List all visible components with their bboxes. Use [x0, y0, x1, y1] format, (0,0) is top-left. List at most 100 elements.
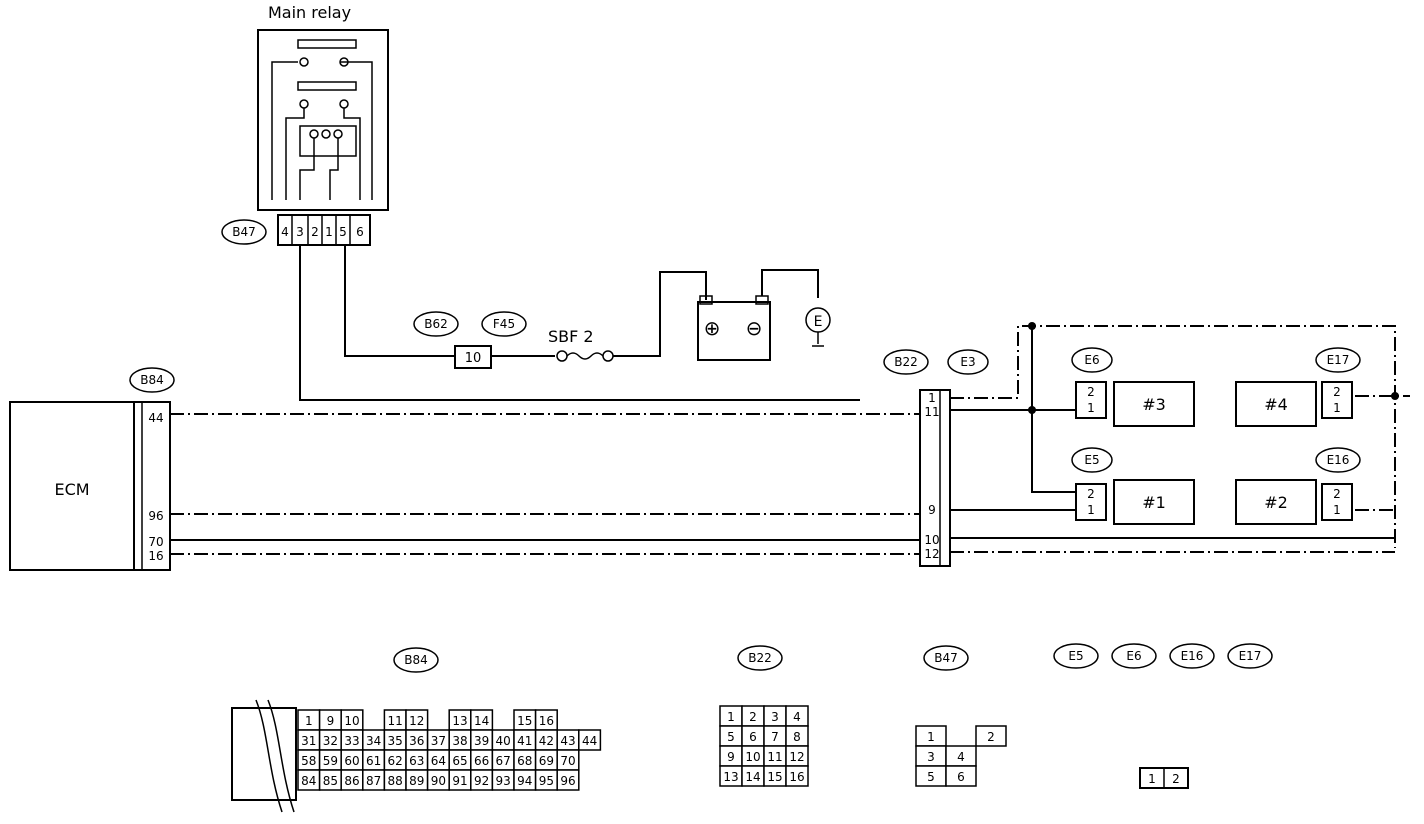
battery-plus-icon: ⊕ — [704, 316, 721, 340]
e17-connector-tag: E17 — [1315, 347, 1361, 373]
b84-pin-label: 87 — [366, 774, 381, 788]
relay-coil — [299, 125, 357, 157]
b84-pin-label: 40 — [496, 734, 511, 748]
svg-text:E17: E17 — [1239, 649, 1262, 663]
svg-text:70: 70 — [148, 535, 163, 549]
b84-pin-label: 63 — [409, 754, 424, 768]
svg-text:1: 1 — [928, 391, 936, 405]
b84-pin-label: 86 — [344, 774, 359, 788]
e5-connector-tag: E5 — [1071, 447, 1113, 473]
f45-connector: 10 — [454, 345, 492, 369]
injector-3: 2 1 #3 — [1075, 381, 1195, 427]
b84-pin-label: 9 — [327, 714, 335, 728]
svg-text:2: 2 — [1333, 385, 1341, 399]
svg-text:B84: B84 — [140, 373, 164, 387]
b84-pin-label: 42 — [539, 734, 554, 748]
svg-text:ECM: ECM — [54, 480, 89, 499]
b84-pin-label: 1 — [305, 714, 313, 728]
b22-pin-label: 10 — [745, 750, 760, 764]
svg-text:96: 96 — [148, 509, 163, 523]
svg-text:B22: B22 — [894, 355, 918, 369]
b84-pin-label: 31 — [301, 734, 316, 748]
relay-to-fuse-wire — [344, 245, 455, 357]
b84-pin-label: 33 — [344, 734, 359, 748]
b84-pin-label: 89 — [409, 774, 424, 788]
b84-pin-label: 67 — [496, 754, 511, 768]
b84-pin-label: 37 — [431, 734, 446, 748]
b84-pin-label: 58 — [301, 754, 316, 768]
b47-cell — [945, 765, 977, 787]
b47-connector: 4 3 2 1 5 6 — [277, 214, 371, 246]
b84-pin-label: 38 — [452, 734, 467, 748]
b84-pin-label: 96 — [560, 774, 575, 788]
b84-pin-label: 61 — [366, 754, 381, 768]
svg-text:1: 1 — [1333, 503, 1341, 517]
b84-pin-label: 64 — [431, 754, 446, 768]
b84-pin-label: 94 — [517, 774, 532, 788]
b47-cell — [975, 725, 1007, 747]
b84-pin-label: 12 — [409, 714, 424, 728]
b84-cell — [578, 729, 602, 751]
b22-pin-label: 1 — [727, 710, 735, 724]
relay-contact-bar-2 — [297, 81, 357, 91]
b84-pin-label: 36 — [409, 734, 424, 748]
b84-pin-label: 95 — [539, 774, 554, 788]
b84-pin-label: 44 — [582, 734, 597, 748]
ground-symbol: E — [805, 307, 831, 347]
svg-text:2: 2 — [1172, 772, 1180, 786]
b22-pin-label: 11 — [767, 750, 782, 764]
main-relay — [257, 29, 389, 211]
svg-text:44: 44 — [148, 411, 163, 425]
b84-pin-label: 68 — [517, 754, 532, 768]
view-e-connector: 1 2 — [1139, 767, 1189, 789]
b47-pin-label: 3 — [927, 750, 935, 764]
b22-pin-label: 2 — [749, 710, 757, 724]
e6-connector-tag: E6 — [1071, 347, 1113, 373]
main-relay-title: Main relay — [268, 3, 351, 22]
svg-text:E6: E6 — [1084, 353, 1099, 367]
svg-text:16: 16 — [148, 549, 163, 563]
b22-pin-label: 6 — [749, 730, 757, 744]
b84-pin-label: 60 — [344, 754, 359, 768]
svg-text:1: 1 — [1148, 772, 1156, 786]
b84-pin-label: 85 — [323, 774, 338, 788]
svg-text:2: 2 — [1333, 487, 1341, 501]
svg-text:E17: E17 — [1327, 353, 1350, 367]
svg-text:B47: B47 — [934, 651, 958, 665]
b22-connector-tag: B22 — [883, 349, 929, 375]
sbf-label: SBF 2 — [548, 327, 594, 346]
b22-pin-label: 13 — [723, 770, 738, 784]
svg-text:B47: B47 — [232, 225, 256, 239]
b22-cell — [785, 765, 809, 787]
b84-pin-label: 66 — [474, 754, 489, 768]
b22-pin-label: 12 — [789, 750, 804, 764]
view-e-tags: E5 E6 E16 E17 — [1053, 643, 1273, 669]
svg-text:1: 1 — [1087, 503, 1095, 517]
ecm: ECM — [9, 401, 135, 571]
svg-text:E6: E6 — [1126, 649, 1141, 663]
svg-text:B22: B22 — [748, 651, 772, 665]
b84-connector-tag: B84 — [129, 367, 175, 393]
svg-text:9: 9 — [928, 503, 936, 517]
svg-text:#2: #2 — [1264, 493, 1288, 512]
injector-4: #4 2 1 — [1235, 381, 1353, 427]
view-b84-tag: B84 — [393, 647, 439, 673]
b84-pin-label: 90 — [431, 774, 446, 788]
svg-text:2: 2 — [1087, 385, 1095, 399]
b47-pin: 6 — [356, 225, 364, 239]
b47-pin: 2 — [311, 225, 319, 239]
svg-text:E16: E16 — [1181, 649, 1204, 663]
b84-pin-label: 62 — [388, 754, 403, 768]
b84-pin-label: 69 — [539, 754, 554, 768]
svg-text:F45: F45 — [493, 317, 515, 331]
b22-pin-label: 8 — [793, 730, 801, 744]
relay-to-injector-wire — [299, 245, 860, 401]
b22-pin-label: 16 — [789, 770, 804, 784]
f45-connector-tag: F45 — [481, 311, 527, 337]
svg-text:#4: #4 — [1264, 395, 1288, 414]
b84-pin-label: 41 — [517, 734, 532, 748]
b84-pin-label: 32 — [323, 734, 338, 748]
